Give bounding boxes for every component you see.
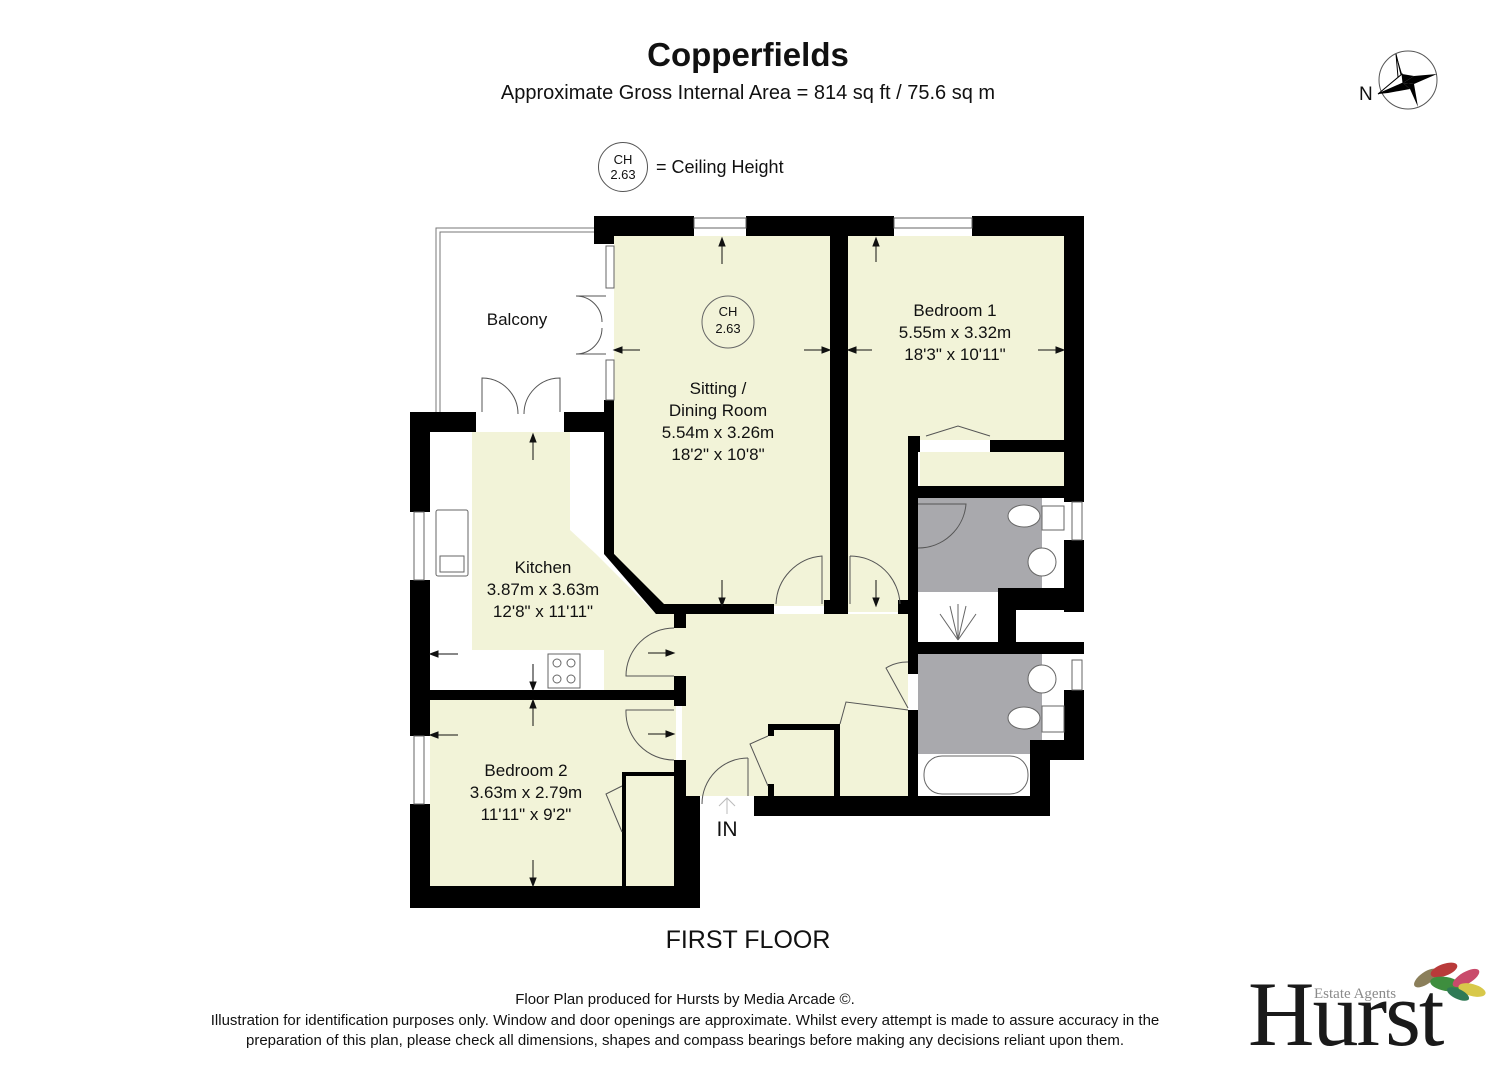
- hob-icon: [547, 653, 581, 689]
- fixtures: [435, 504, 1065, 795]
- logo-tagline: Estate Agents: [1314, 986, 1397, 1002]
- sitting-room-name-2: Dining Room: [668, 401, 768, 420]
- windows: [413, 217, 1083, 805]
- bath-icon: [923, 755, 1029, 795]
- shower-icon: [939, 604, 977, 641]
- kitchen-metric: 3.87m x 3.63m: [486, 580, 600, 599]
- bedroom1-imperial: 18'3" x 10'11": [904, 345, 1006, 364]
- logo-wordmark: Hurst: [1248, 963, 1444, 1065]
- sitting-room-label: Sitting / Dining Room 5.54m x 3.26m 18'2…: [662, 378, 774, 466]
- dimension-arrows: [428, 236, 1066, 888]
- sitting-room-imperial: 18'2" x 10'8": [671, 445, 765, 464]
- svg-text:2.63: 2.63: [715, 321, 740, 336]
- bathroom-floor: [918, 654, 1042, 754]
- sitting-ceiling-badge: CH 2.63: [701, 295, 755, 349]
- page-title: Copperfields: [647, 36, 849, 73]
- kitchen-imperial: 12'8" x 11'11": [492, 602, 594, 621]
- toilet-icon: [1007, 504, 1041, 528]
- ceiling-height-legend: CH 2.63 = Ceiling Height: [598, 142, 784, 192]
- kitchen-label: Kitchen 3.87m x 3.63m 12'8" x 11'11": [487, 557, 599, 623]
- compass-north-label: N: [1359, 84, 1373, 105]
- svg-text:CH: CH: [719, 304, 738, 319]
- legend-text: = Ceiling Height: [656, 156, 784, 177]
- entrance-arrow-icon: [718, 797, 736, 814]
- bedroom2-metric: 3.63m x 2.79m: [469, 783, 583, 802]
- bedroom1-label: Bedroom 1 5.55m x 3.32m 18'3" x 10'11": [899, 300, 1011, 366]
- hurst-logo: Estate Agents Hurst: [1248, 960, 1488, 1060]
- bedroom2-imperial: 11'11" x 9'2": [480, 805, 572, 824]
- basin-icon-2: [1027, 664, 1057, 694]
- bedroom2-name: Bedroom 2: [484, 761, 568, 780]
- gross-area-subtitle: Approximate Gross Internal Area = 814 sq…: [500, 82, 996, 104]
- disclaimer-line-2: Illustration for identification purposes…: [210, 1011, 1160, 1029]
- basin-icon: [1027, 547, 1057, 577]
- bedroom1-metric: 5.55m x 3.32m: [898, 323, 1012, 342]
- disclaimer-line-1: Floor Plan produced for Hursts by Media …: [515, 991, 855, 1008]
- badge-value: 2.63: [610, 167, 636, 182]
- sitting-room-name-1: Sitting /: [689, 379, 747, 398]
- disclaimer-line-3: preparation of this plan, please check a…: [245, 1032, 1124, 1049]
- kitchen-name: Kitchen: [514, 558, 572, 577]
- bedroom2-label: Bedroom 2 3.63m x 2.79m 11'11" x 9'2": [470, 760, 582, 826]
- doors: [481, 295, 991, 833]
- room-fills: [430, 236, 1064, 886]
- walls: [410, 216, 1084, 908]
- compass-rose-icon: N: [1359, 50, 1438, 110]
- balcony-label: Balcony: [486, 310, 548, 329]
- entrance-label: IN: [716, 818, 738, 841]
- toilet-icon-2: [1007, 706, 1041, 730]
- floor-label: FIRST FLOOR: [665, 926, 831, 954]
- bedroom1-name: Bedroom 1: [913, 301, 997, 320]
- sitting-room-metric: 5.54m x 3.26m: [661, 423, 775, 442]
- disclaimer: Floor Plan produced for Hursts by Media …: [130, 990, 1240, 1052]
- compass: N: [1358, 48, 1442, 117]
- ceiling-height-badge: CH 2.63: [598, 142, 648, 192]
- leaves-icon: [1414, 962, 1486, 1001]
- badge-label: CH: [613, 152, 633, 167]
- balcony-railing: [435, 227, 596, 414]
